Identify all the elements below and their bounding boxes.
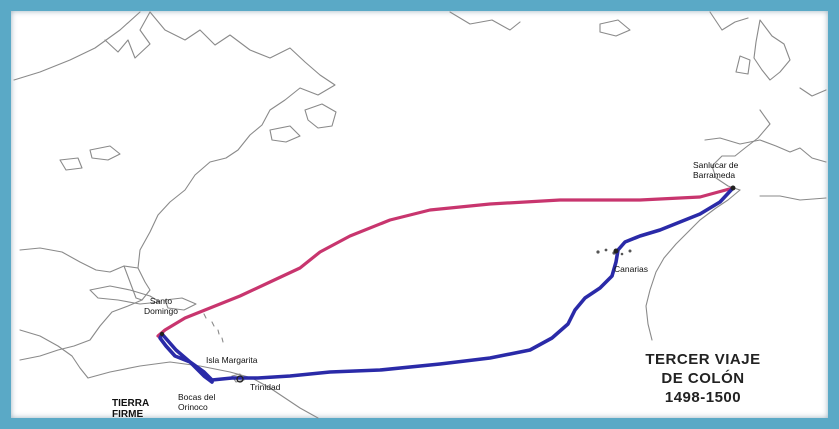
nova-scotia-coast	[269, 125, 301, 143]
gulf-coast	[19, 247, 139, 273]
greenland-iceland-coast	[449, 11, 631, 37]
south-america-coast	[87, 361, 319, 419]
central-america-coast	[19, 329, 89, 379]
hispaniola-coast	[164, 297, 197, 311]
santo-domingo-label: Santo Domingo	[144, 296, 178, 316]
tierra-firme-line1: TIERRA	[112, 398, 150, 409]
sanlucar-label-line1: Sanlucar de	[693, 160, 739, 170]
canarias-marker	[613, 248, 619, 254]
hudson-coast	[104, 11, 151, 59]
europe-coast	[709, 11, 827, 191]
santo-domingo-label-line2: Domingo	[144, 306, 179, 316]
coastlines	[13, 11, 827, 419]
outbound-route-line	[158, 186, 735, 384]
florida-coast	[123, 265, 143, 301]
trinidad-label: Trinidad	[250, 382, 281, 392]
map-title: TERCER VIAJE DE COLÓN 1498-1500	[628, 350, 778, 407]
sanlucar-label-line2: Barrameda	[693, 170, 736, 180]
place-markers	[159, 185, 736, 383]
newfoundland-coast	[304, 103, 337, 129]
tierra-firme-label: TIERRA FIRME	[112, 398, 149, 420]
tierra-firme-line2: FIRME	[112, 409, 144, 420]
return-route-line	[156, 186, 735, 338]
map-title-line3: 1498-1500	[664, 389, 742, 406]
map-title-line1: TERCER VIAJE	[645, 351, 761, 368]
trinidad-marker	[236, 375, 244, 383]
trinidad-island	[231, 373, 245, 383]
cuba-coast	[89, 285, 161, 305]
sanlucar-marker	[730, 185, 736, 191]
bocas-label-line1: Bocas del	[178, 392, 216, 402]
isla-margarita-label: Isla Margarita	[206, 355, 258, 365]
bocas-label-line2: Orinoco	[178, 402, 208, 412]
british-isles-coast	[735, 19, 791, 81]
mediterranean-coast	[759, 195, 827, 201]
sanlucar-label: Sanlucar de Barrameda	[693, 160, 738, 180]
great-lakes	[59, 145, 121, 171]
north-america-coast	[13, 11, 336, 361]
santo-domingo-label-line1: Santo	[149, 296, 173, 306]
north-africa-coast	[645, 189, 741, 341]
map-title-line2: DE COLÓN	[661, 370, 745, 387]
iberia-coast	[704, 137, 827, 163]
canary-islands	[596, 248, 632, 256]
canarias-label: Canarias	[614, 264, 649, 274]
santo-domingo-marker	[159, 331, 165, 337]
antilles-coast	[203, 313, 224, 343]
bocas-orinoco-label: Bocas del Orinoco	[178, 392, 215, 412]
